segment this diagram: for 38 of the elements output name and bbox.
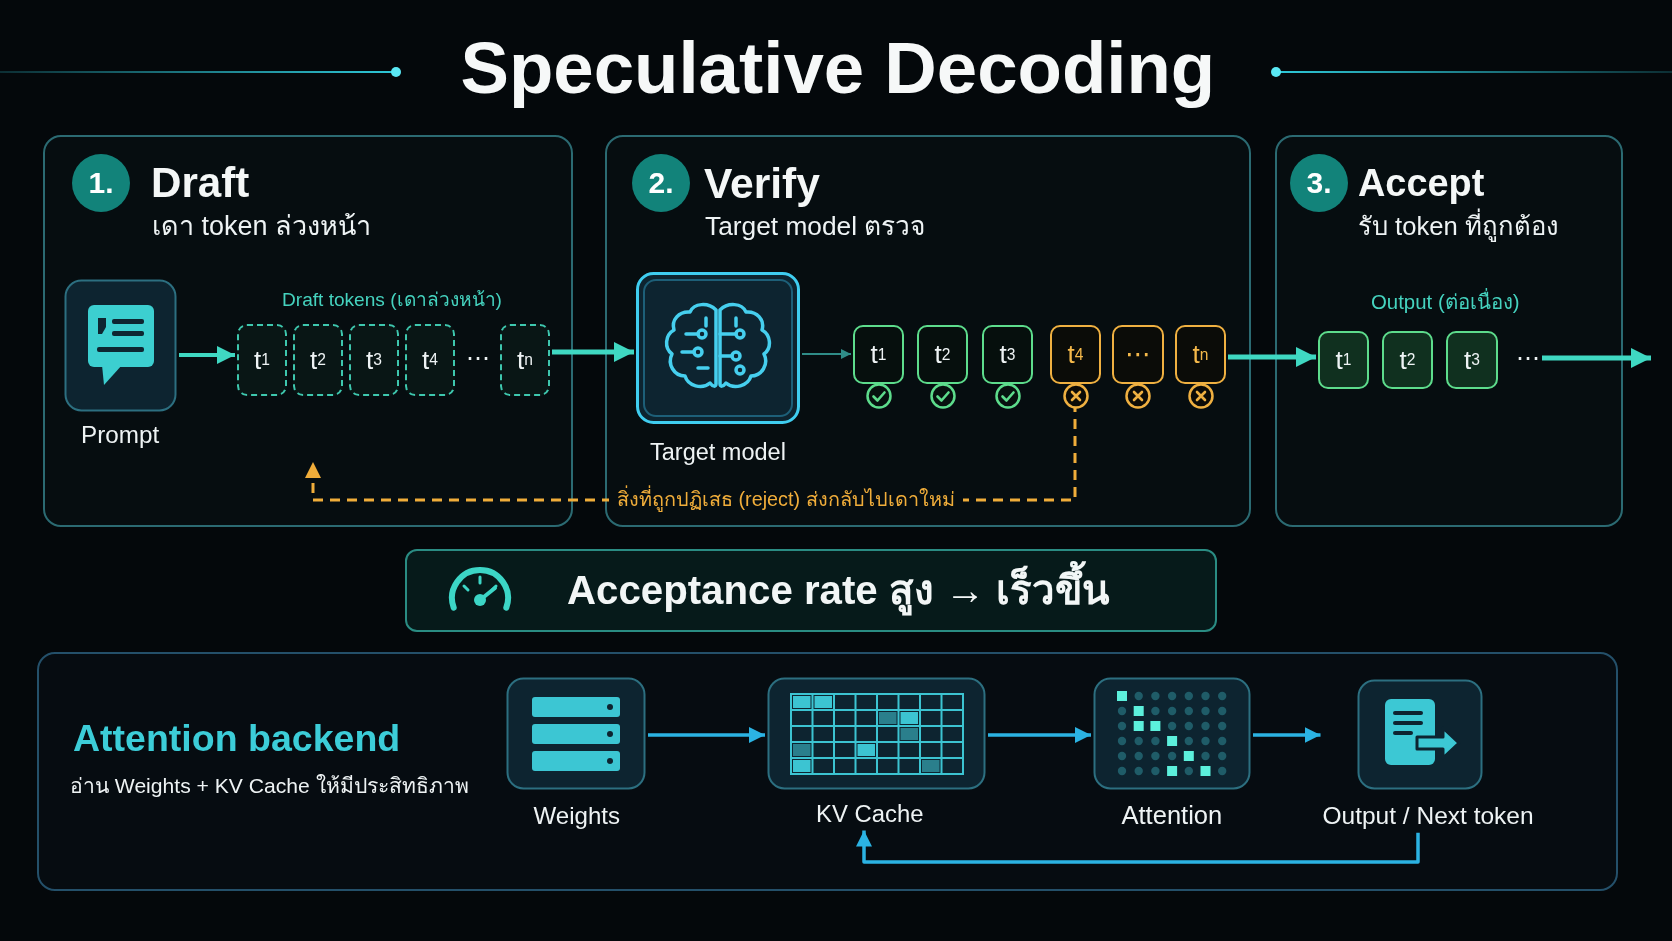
token-box: ⋯ (1112, 325, 1164, 384)
icon-label: Target model (650, 437, 786, 467)
ellipsis: ⋯ (1516, 341, 1540, 373)
arrow (1253, 727, 1321, 743)
subtitle: รับ token ที่ถูกต้อง (1358, 209, 1559, 243)
subtitle: Target model ตรวจ (705, 210, 926, 243)
panel (43, 135, 573, 527)
heading: Attention backend (73, 715, 401, 761)
title: Speculative Decoding (460, 26, 1216, 110)
number-badge: 3. (1290, 154, 1348, 212)
arrow (648, 727, 765, 743)
heading: Verify (704, 157, 820, 209)
caption: Output (ต่อเนื่อง) (1371, 288, 1520, 315)
number-badge: 2. (632, 154, 690, 212)
panel (605, 135, 1251, 527)
banner (405, 549, 1217, 632)
heading: Accept (1358, 160, 1485, 206)
icon-label: Attention (1121, 799, 1223, 831)
arrow (1542, 348, 1651, 368)
icon-label: Prompt (81, 420, 160, 450)
arrow (801, 349, 852, 359)
ellipsis: ⋯ (466, 342, 490, 373)
panel (37, 652, 1618, 891)
arrow (988, 727, 1091, 743)
panel (1275, 135, 1623, 527)
arrow (856, 830, 1420, 864)
arrow (1228, 347, 1316, 367)
icon-label: KV Cache (816, 798, 924, 829)
caption: Draft tokens (เดาล่วงหน้า) (282, 287, 502, 312)
subtitle: เดา token ล่วงหน้า (152, 209, 371, 243)
icon-label: Weights (533, 800, 621, 831)
heading: Draft (151, 157, 250, 208)
number-badge: 1. (72, 154, 130, 212)
arrow (179, 346, 235, 364)
icon-label: Output / Next token (1322, 801, 1534, 831)
edge-label: สิ่งที่ถูกปฏิเสธ (reject) ส่งกลับไปเดาใหม่ (609, 487, 963, 513)
arrow (552, 342, 634, 362)
subtitle: อ่าน Weights + KV Cache ให้มีประสิทธิภาพ (70, 772, 469, 799)
